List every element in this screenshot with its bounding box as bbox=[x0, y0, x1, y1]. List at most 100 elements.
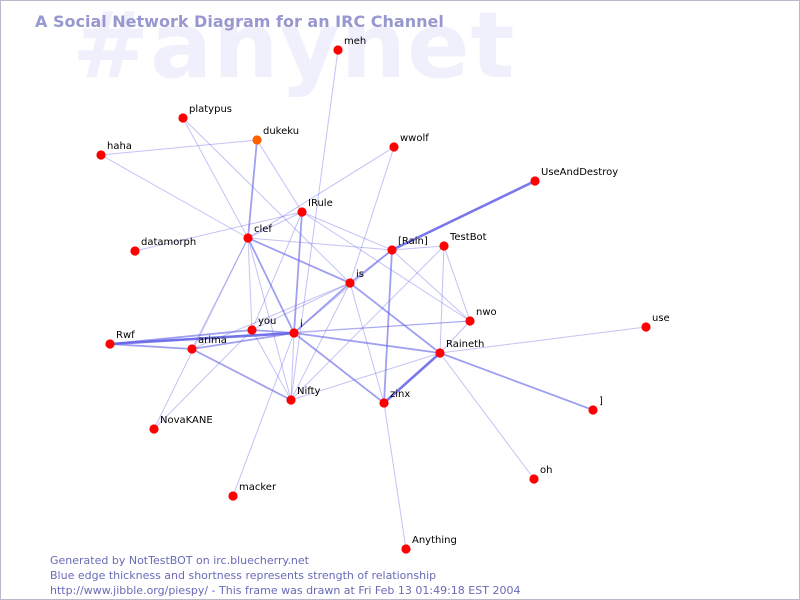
node-Raineth: Raineth bbox=[435, 339, 484, 358]
edge-Raineth-oh bbox=[439, 352, 535, 480]
edge-clef-Nifty bbox=[247, 237, 292, 401]
edge-haha-clef bbox=[100, 154, 249, 239]
node-dot bbox=[252, 135, 262, 145]
edge-wwolf-is bbox=[349, 146, 395, 284]
footer: Generated by NotTestBOT on irc.bluecherr… bbox=[50, 553, 520, 598]
node-label: datamorph bbox=[141, 237, 196, 248]
edge-clef-NovaKANE bbox=[153, 237, 249, 430]
edge-i-Nifty bbox=[290, 332, 295, 401]
node-label: [Rain] bbox=[398, 236, 428, 247]
edge-Raineth-nwo bbox=[439, 320, 471, 354]
node-NovaKANE: NovaKANE bbox=[149, 415, 213, 434]
node-dot bbox=[345, 278, 355, 288]
node-label: zinx bbox=[390, 389, 410, 400]
node-Rwf: Rwf bbox=[105, 330, 135, 349]
node-Nifty: Nifty bbox=[286, 386, 321, 405]
node-dot bbox=[286, 395, 296, 405]
edge-Raineth-bracket bbox=[439, 352, 594, 411]
footer-legend-note: Blue edge thickness and shortness repres… bbox=[50, 569, 437, 582]
node-bracket: ] bbox=[588, 396, 603, 415]
node-label: ] bbox=[599, 396, 603, 407]
node-dot bbox=[529, 474, 539, 484]
node-dot bbox=[401, 544, 411, 554]
node-dot bbox=[247, 325, 257, 335]
footer-generated-by: Generated by NotTestBOT on irc.bluecherr… bbox=[50, 554, 309, 567]
node-label: you bbox=[258, 316, 276, 327]
node-is: is bbox=[345, 269, 364, 288]
node-dot bbox=[530, 176, 540, 186]
node-label: nwo bbox=[476, 307, 497, 318]
edge-is-Raineth bbox=[349, 282, 441, 354]
edge-IRule-you bbox=[251, 211, 303, 331]
edge-clef-IRule bbox=[247, 211, 303, 239]
node-label: dukeku bbox=[263, 126, 299, 137]
edge-IRule-datamorph bbox=[134, 211, 303, 252]
node-macker: macker bbox=[228, 482, 277, 501]
nodes-layer: mehplatypusdukekuwwolfhahaUseAndDestroyI… bbox=[96, 36, 670, 554]
edge-Rwf-you bbox=[109, 329, 253, 345]
node-arima: arima bbox=[187, 335, 227, 354]
node-label: platypus bbox=[189, 104, 232, 115]
edge-you-Nifty bbox=[251, 329, 292, 401]
node-Anything: Anything bbox=[401, 535, 457, 554]
node-label: TestBot bbox=[449, 232, 487, 243]
node-nwo: nwo bbox=[465, 307, 497, 326]
node-platypus: platypus bbox=[178, 104, 232, 123]
node-wwolf: wwolf bbox=[389, 133, 429, 152]
node-label: oh bbox=[540, 465, 552, 476]
edge-arima-Nifty bbox=[191, 348, 292, 401]
node-TestBot: TestBot bbox=[439, 232, 487, 251]
edge-TestBot-Raineth bbox=[439, 245, 445, 354]
edge-clef-you bbox=[247, 237, 253, 331]
node-label: is bbox=[356, 269, 364, 280]
node-dot bbox=[289, 328, 299, 338]
node-label: clef bbox=[254, 224, 272, 235]
node-dukeku: dukeku bbox=[252, 126, 299, 145]
edge-i-macker bbox=[232, 332, 295, 497]
node-label: IRule bbox=[308, 198, 333, 209]
node-label: macker bbox=[239, 482, 277, 493]
node-dot bbox=[588, 405, 598, 415]
edge-i-nwo bbox=[293, 320, 471, 334]
edge-Rain-UseAndDestroy bbox=[391, 179, 536, 252]
node-zinx: zinx bbox=[379, 389, 410, 408]
node-label: arima bbox=[198, 335, 227, 346]
edge-is-you bbox=[251, 282, 351, 331]
node-dot bbox=[228, 491, 238, 501]
edge-arima-is bbox=[191, 282, 351, 350]
node-dot bbox=[297, 207, 307, 217]
node-clef: clef bbox=[243, 224, 272, 243]
edge-is-Nifty bbox=[290, 282, 351, 401]
node-dot bbox=[439, 241, 449, 251]
edge-Rain-zinx bbox=[383, 249, 393, 404]
edge-TestBot-Nifty bbox=[290, 245, 445, 401]
node-dot bbox=[243, 233, 253, 243]
edge-IRule-Rain bbox=[301, 211, 393, 251]
node-label: i bbox=[300, 319, 303, 330]
node-dot bbox=[387, 245, 397, 255]
node-use: use bbox=[641, 313, 670, 332]
edge-clef-platypus bbox=[182, 117, 249, 239]
edge-IRule-nwo bbox=[301, 211, 471, 322]
edge-meh-Nifty bbox=[290, 49, 339, 401]
diagram-title: A Social Network Diagram for an IRC Chan… bbox=[35, 12, 444, 31]
edges-layer bbox=[100, 49, 647, 550]
edge-is-i bbox=[293, 282, 351, 334]
edge-Rain-is bbox=[349, 249, 393, 284]
node-dot bbox=[641, 322, 651, 332]
node-Rain: [Rain] bbox=[387, 236, 428, 255]
node-datamorph: datamorph bbox=[130, 237, 196, 256]
node-dot bbox=[435, 348, 445, 358]
node-label: NovaKANE bbox=[160, 415, 213, 426]
node-dot bbox=[389, 142, 399, 152]
edge-clef-wwolf bbox=[247, 146, 395, 239]
edge-arima-i bbox=[191, 332, 295, 350]
node-dot bbox=[149, 424, 159, 434]
node-dot bbox=[465, 316, 475, 326]
node-dot bbox=[379, 398, 389, 408]
node-meh: meh bbox=[333, 36, 366, 55]
node-IRule: IRule bbox=[297, 198, 333, 217]
edge-i-you bbox=[251, 329, 295, 334]
node-dot bbox=[178, 113, 188, 123]
node-dot bbox=[130, 246, 140, 256]
